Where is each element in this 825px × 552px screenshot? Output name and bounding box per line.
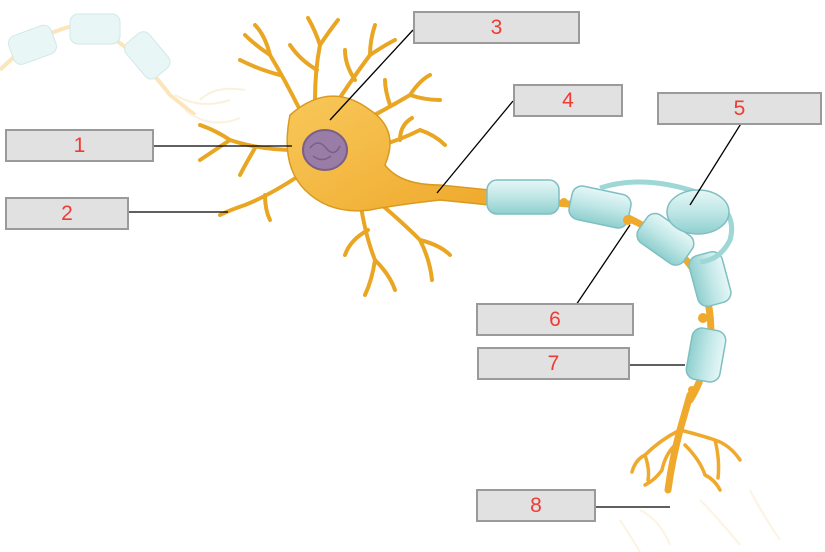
label-box-5[interactable]: 5: [657, 92, 822, 125]
schwann-cell: [599, 179, 734, 265]
label-number: 4: [562, 88, 574, 112]
faded-upstream-axon: [0, 13, 246, 124]
axon-terminals: [630, 428, 742, 492]
faded-terminals: [619, 489, 781, 552]
nodes-of-ranvier: [560, 198, 708, 394]
leader-lines: [129, 29, 743, 508]
dendrites: [198, 16, 452, 297]
label-number: 6: [549, 307, 561, 331]
label-box-3[interactable]: 3: [413, 11, 580, 44]
label-box-2[interactable]: 2: [5, 197, 129, 230]
label-number: 2: [61, 201, 73, 225]
label-box-6[interactable]: 6: [476, 303, 634, 336]
label-box-8[interactable]: 8: [476, 489, 596, 522]
label-number: 8: [530, 493, 542, 517]
label-box-7[interactable]: 7: [477, 347, 630, 380]
label-box-1[interactable]: 1: [5, 129, 154, 162]
myelin-sheaths: [486, 179, 732, 383]
label-number: 5: [733, 96, 746, 120]
label-number: 1: [73, 133, 86, 157]
label-number: 7: [547, 351, 560, 375]
label-box-4[interactable]: 4: [513, 84, 623, 117]
label-number: 3: [490, 15, 503, 39]
nucleus: [302, 129, 348, 171]
